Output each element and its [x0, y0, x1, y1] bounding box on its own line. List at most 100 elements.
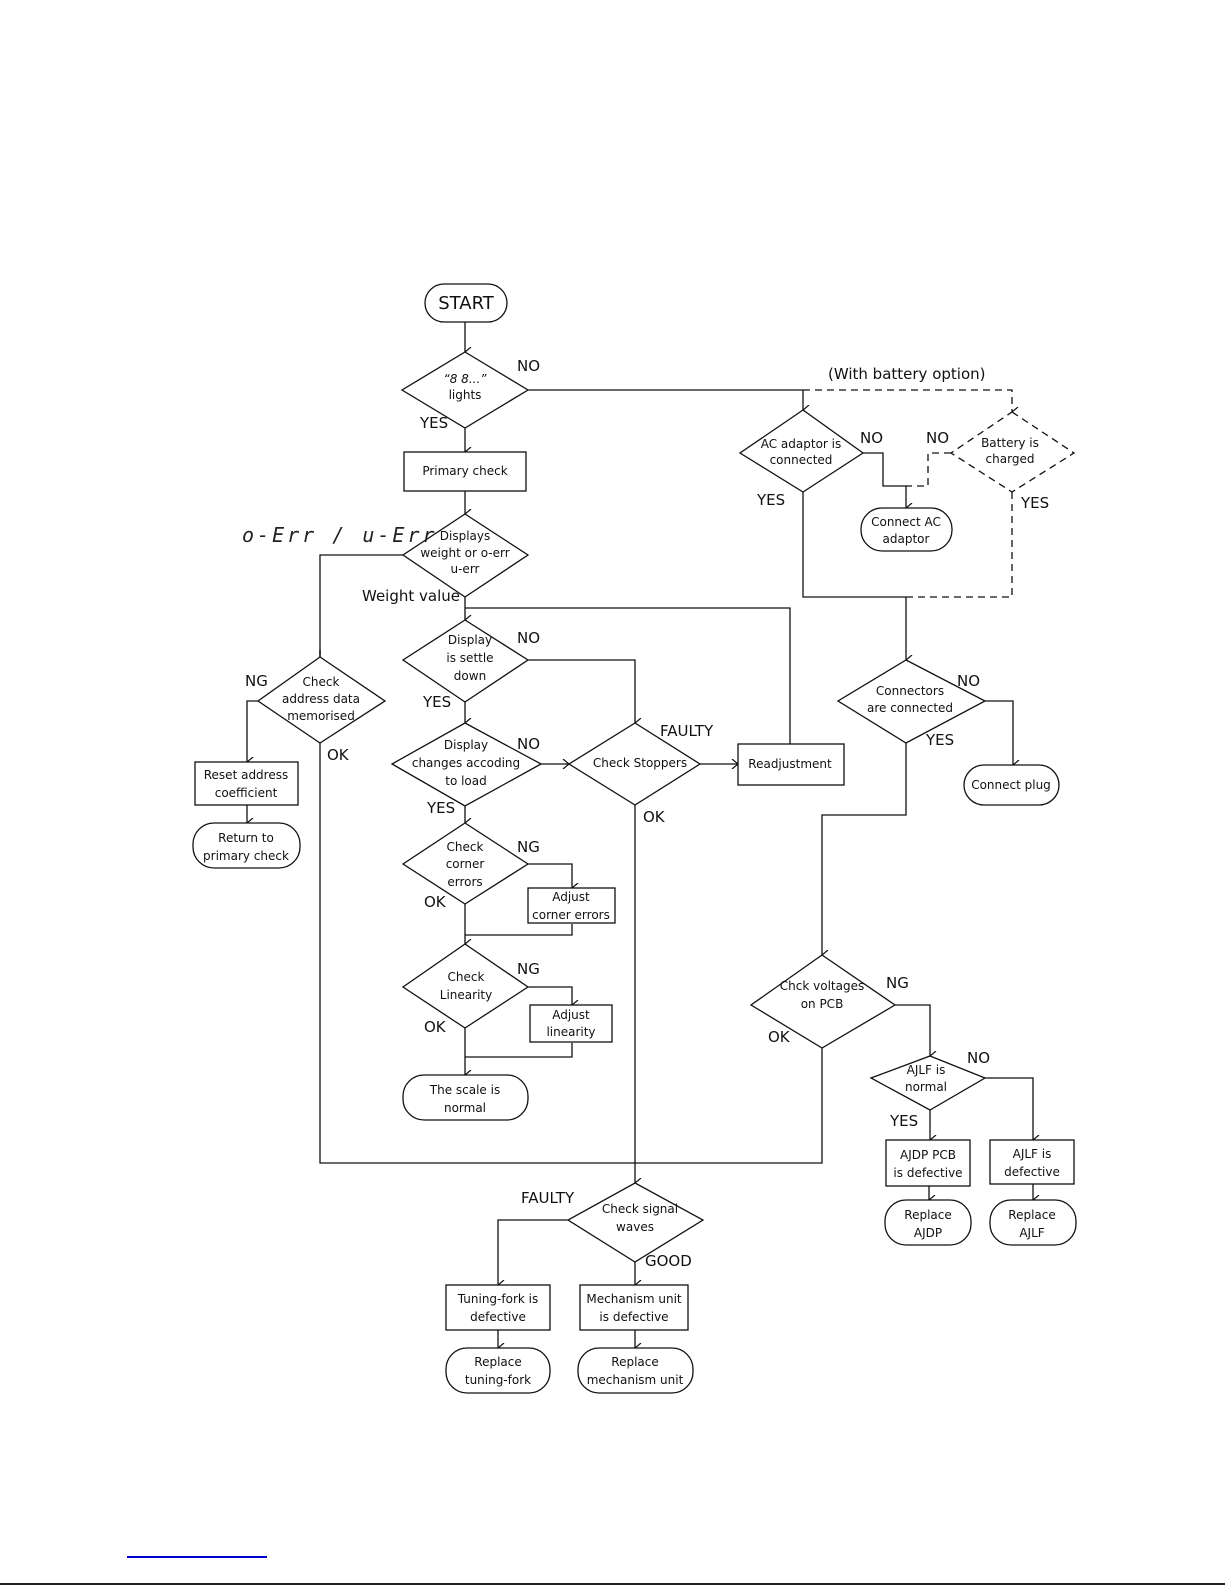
node-return-text-2: primary check — [203, 849, 289, 863]
node-corner-text-2: corner — [446, 857, 485, 871]
node-tuning-text-1: Tuning-fork is — [457, 1292, 538, 1306]
node-adjust-linearity: Adjust linearity — [529, 1004, 613, 1043]
edge-battery-connect — [906, 452, 951, 487]
label-faulty-stoppers: FAULTY — [660, 722, 714, 740]
node-primary-check: Primary check — [403, 451, 527, 492]
label-no-ajlf: NO — [967, 1049, 990, 1067]
footer-link-underline[interactable] — [127, 1556, 267, 1558]
node-battery-text-1: Battery is — [981, 436, 1039, 450]
node-replace-tuning: Replace tuning-fork — [445, 1347, 551, 1394]
node-adjust-corner-text-1: Adjust — [552, 890, 590, 904]
node-reset-address: Reset address coefficient — [194, 761, 299, 806]
label-yes-settle: YES — [422, 693, 451, 711]
node-ajlf-defective-text-2: defective — [1004, 1165, 1060, 1179]
node-changes-text-3: to load — [445, 774, 487, 788]
node-adjust-corner-text-2: corner errors — [532, 908, 610, 922]
edge-adjust-corner-return — [465, 924, 573, 936]
node-replace-ajdp: Replace AJDP — [884, 1199, 972, 1246]
node-ajdp-text-1: AJDP PCB — [900, 1148, 956, 1162]
node-scale-text-2: normal — [444, 1101, 486, 1115]
node-displays-text-1: Displays — [440, 529, 490, 543]
label-yes-connectors: YES — [925, 731, 954, 749]
node-replace-mechanism-text-2: mechanism unit — [587, 1373, 684, 1387]
edge-corner-adjust — [528, 863, 572, 888]
node-reset-text-2: coefficient — [215, 786, 278, 800]
node-ajlf-defective-text-1: AJLF is — [1013, 1147, 1052, 1161]
node-stoppers-text: Check Stoppers — [593, 756, 687, 770]
node-scale-text-1: The scale is — [429, 1083, 500, 1097]
node-lights-text-1: “8 8...” — [444, 372, 488, 386]
edge-readjust-loop — [465, 607, 791, 744]
edge-ac-connect — [863, 452, 906, 508]
label-no-settle: NO — [517, 629, 540, 647]
label-ng-corner: NG — [517, 838, 540, 856]
node-start-text: START — [438, 293, 495, 314]
node-mechanism-defective: Mechanism unit is defective — [579, 1284, 689, 1331]
label-ng-voltages: NG — [886, 974, 909, 992]
edge-lights-ac — [528, 389, 803, 410]
node-check-linearity: Check Linearity — [401, 943, 530, 1029]
edge-connectors-plug — [985, 700, 1013, 765]
node-lights-text-2: lights — [449, 388, 482, 402]
connectors — [247, 322, 1033, 1348]
edge-lights-battery — [803, 389, 1012, 412]
node-replace-ajlf-text-1: Replace — [1008, 1208, 1055, 1222]
node-battery-text-2: charged — [986, 452, 1035, 466]
node-adjust-linearity-text-1: Adjust — [552, 1008, 590, 1022]
node-connectors-text-2: are connected — [867, 701, 953, 715]
node-connectors: Connectors are connected — [836, 659, 987, 744]
node-replace-ajlf-text-2: AJLF — [1019, 1226, 1044, 1240]
node-replace-mechanism-text-1: Replace — [611, 1355, 658, 1369]
node-adjust-corner: Adjust corner errors — [527, 887, 616, 924]
node-readjustment: Readjustment — [737, 743, 845, 786]
node-address-text-2: address data — [282, 692, 360, 706]
edge-linearity-adjust — [528, 986, 572, 1005]
node-scale-normal: The scale is normal — [402, 1074, 529, 1121]
node-ajlf-normal: AJLF is normal — [869, 1055, 987, 1111]
node-adjust-linearity-text-2: linearity — [546, 1025, 595, 1039]
node-address-text-3: memorised — [287, 709, 355, 723]
label-no-ac: NO — [860, 429, 883, 447]
node-tuning-text-2: defective — [470, 1310, 526, 1324]
node-changes-text-2: changes accoding — [412, 756, 520, 770]
node-return-text-1: Return to — [218, 831, 274, 845]
node-check-voltages: Chck voltages on PCB — [749, 954, 897, 1049]
label-ng-linearity: NG — [517, 960, 540, 978]
node-mechanism-text-2: is defective — [599, 1310, 668, 1324]
label-no-battery: NO — [926, 429, 949, 447]
node-ac-text-1: AC adaptor is — [761, 437, 842, 451]
node-displays-text-2: weight or o-err — [420, 546, 509, 560]
edge-settle-stoppers — [528, 659, 635, 723]
node-ajdp-defective: AJDP PCB is defective — [885, 1139, 971, 1187]
node-check-address: Check address data memorised — [256, 656, 387, 744]
node-linearity-text-2: Linearity — [440, 988, 492, 1002]
label-good-signal: GOOD — [645, 1252, 692, 1270]
node-replace-ajdp-text-1: Replace — [904, 1208, 951, 1222]
label-battery-option: (With battery option) — [828, 365, 985, 383]
node-settle-text-2: is settle — [446, 651, 493, 665]
node-linearity-text-1: Check — [448, 970, 485, 984]
node-return-primary: Return to primary check — [192, 822, 301, 869]
node-mechanism-text-1: Mechanism unit — [586, 1292, 682, 1306]
node-replace-ajdp-text-2: AJDP — [914, 1226, 942, 1240]
node-replace-ajlf: Replace AJLF — [989, 1199, 1077, 1246]
label-ok-stoppers: OK — [643, 808, 666, 826]
label-err-display: o-Err / u-Err — [242, 523, 438, 547]
edge-signal-tuning — [498, 1219, 568, 1285]
node-ajlf-normal-text-1: AJLF is — [907, 1063, 946, 1077]
node-lights: “8 8...” lights — [400, 351, 530, 429]
node-primary-check-text: Primary check — [422, 464, 507, 478]
node-signal-text-2: waves — [616, 1220, 654, 1234]
node-ajlf-defective: AJLF is defective — [989, 1139, 1075, 1185]
node-replace-tuning-text-2: tuning-fork — [465, 1373, 531, 1387]
node-ac-adaptor: AC adaptor is connected — [738, 409, 865, 493]
node-ajlf-normal-text-2: normal — [905, 1080, 947, 1094]
node-readjustment-text: Readjustment — [748, 757, 832, 771]
node-replace-tuning-text-1: Replace — [474, 1355, 521, 1369]
label-yes-battery: YES — [1020, 494, 1049, 512]
node-corner-text-1: Check — [447, 840, 484, 854]
label-yes-ajlf: YES — [889, 1112, 918, 1130]
node-signal-text-1: Check signal — [602, 1202, 678, 1216]
node-connect-ac-text-1: Connect AC — [871, 515, 941, 529]
